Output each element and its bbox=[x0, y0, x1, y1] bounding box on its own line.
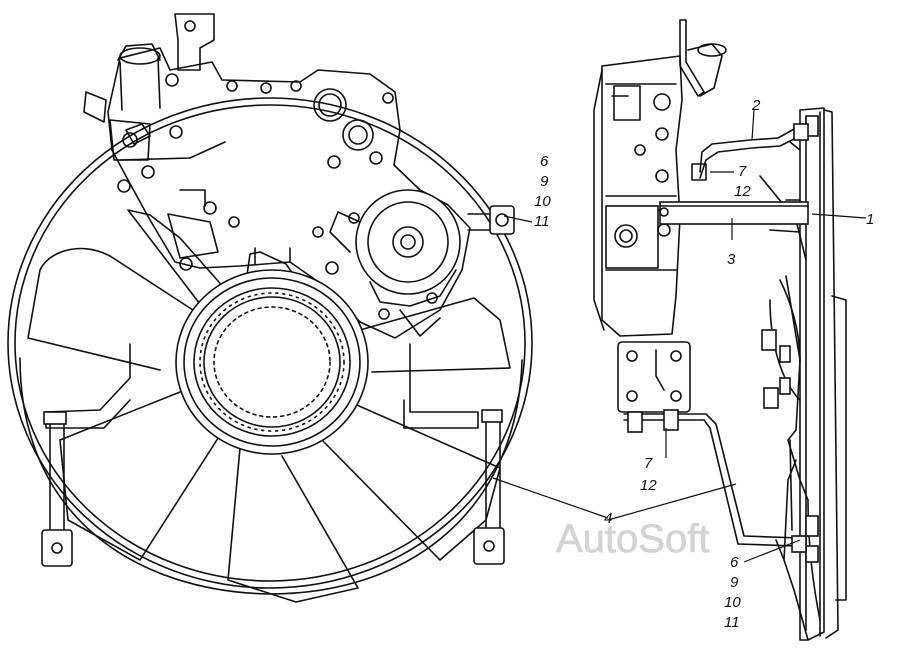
lower-stay-rod bbox=[623, 409, 807, 553]
radiator-shroud-side bbox=[759, 107, 847, 641]
callout-7-bottom: 7 bbox=[644, 455, 653, 472]
callout-9-top: 9 bbox=[540, 173, 549, 190]
watermark-logo: AutoSoft bbox=[556, 517, 709, 561]
callout-labels: 1 2 3 4 7 12 7 12 6 9 10 11 6 9 10 11 bbox=[534, 97, 874, 631]
lower-brackets bbox=[41, 343, 505, 567]
side-view bbox=[593, 19, 847, 641]
callout-3: 3 bbox=[727, 251, 736, 268]
leader-lines bbox=[492, 109, 867, 563]
callout-7-top: 7 bbox=[738, 163, 747, 180]
callout-12-bottom: 12 bbox=[640, 477, 657, 494]
callout-10-bottom: 10 bbox=[724, 594, 741, 611]
engine-mount-plate bbox=[617, 341, 691, 413]
callout-4: 4 bbox=[604, 510, 612, 527]
middle-stay-rod bbox=[659, 201, 809, 225]
upper-stay-bracket bbox=[691, 123, 809, 181]
callout-9-bottom: 9 bbox=[730, 574, 739, 591]
fan-blades bbox=[27, 209, 511, 603]
callout-6-top: 6 bbox=[540, 153, 549, 170]
callout-2: 2 bbox=[751, 97, 761, 114]
engine-side bbox=[593, 19, 727, 337]
callout-11-top: 11 bbox=[534, 213, 550, 230]
fan-hub bbox=[175, 269, 369, 455]
callout-12-top: 12 bbox=[734, 183, 751, 200]
callout-10-top: 10 bbox=[534, 193, 551, 210]
callout-1: 1 bbox=[866, 211, 874, 228]
callout-11-bottom: 11 bbox=[724, 614, 740, 631]
water-pump-pulley bbox=[329, 189, 461, 337]
upper-clamp bbox=[467, 205, 515, 235]
callout-6-bottom: 6 bbox=[730, 554, 739, 571]
front-view bbox=[7, 13, 533, 603]
